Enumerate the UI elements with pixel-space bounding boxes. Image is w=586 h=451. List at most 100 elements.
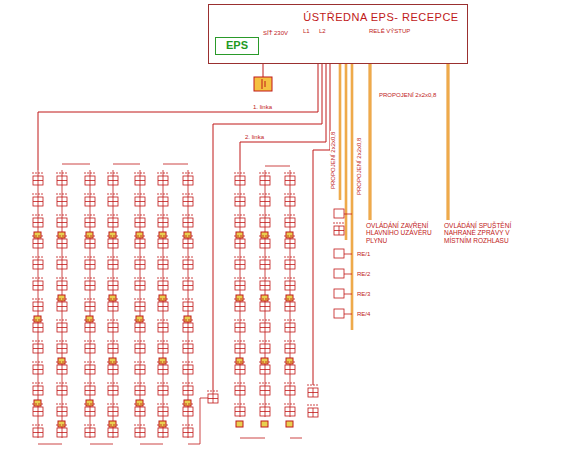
detector-symbol [259,173,271,185]
detector-symbol [157,194,169,206]
detector-symbol [32,257,44,269]
detector-symbol [107,383,119,395]
detector-symbol [107,236,119,248]
detector-symbol [56,404,68,416]
detector-symbol [56,383,68,395]
detector-symbol [84,404,96,416]
detector-symbol [182,257,194,269]
detector-symbol [234,236,246,248]
control-cable [340,50,352,330]
annotation-label: PROPOJENÍ 2x2x0,8 [378,92,437,98]
detector-symbol [284,362,296,374]
detector-symbol [234,257,246,269]
detector-symbol [107,278,119,290]
detector-symbol [56,362,68,374]
detector-symbol [259,236,271,248]
detector-symbol [157,257,169,269]
detector-symbol [259,404,271,416]
detector-symbol [234,299,246,311]
control-cable [448,64,449,220]
panel-display: EPS [215,37,259,55]
annotation-label: PROPOJENÍ 2x2x0,8 [330,131,336,190]
detector-symbol [307,405,319,417]
detector-symbol [157,215,169,227]
detector-symbol [234,341,246,353]
detector-symbol [157,425,169,437]
detector-symbol [84,215,96,227]
detector-symbol [157,173,169,185]
annotation-label: L2 [318,28,327,34]
detector-symbol [134,299,146,311]
detector-symbol [84,278,96,290]
detector-symbol [56,278,68,290]
detector-symbol [157,299,169,311]
detector-symbol [157,278,169,290]
detector-symbol [134,404,146,416]
detector-symbol [32,173,44,185]
detector-symbol [32,320,44,332]
detector-symbol [182,215,194,227]
detector-symbol [234,362,246,374]
annotation-label: 1. linka [252,104,273,110]
detector-symbol [107,194,119,206]
detector-symbol [56,341,68,353]
detector-symbol [32,215,44,227]
detector-symbol [56,173,68,185]
relay-module [334,309,352,318]
detector-symbol [56,257,68,269]
annotation-label: SÍŤ 230V [262,30,289,36]
detector-symbol [259,257,271,269]
detector-symbol [56,194,68,206]
detector-symbol [259,215,271,227]
detector-symbol [84,236,96,248]
detector-symbol [32,383,44,395]
detector-symbol [157,236,169,248]
connectors [370,64,448,220]
detector-symbol [284,299,296,311]
detector-symbol [107,257,119,269]
detector-symbol [84,341,96,353]
relay-module [334,269,352,278]
detector-symbol [259,194,271,206]
detector-symbol [134,362,146,374]
wiring [38,36,438,390]
detector-symbol [134,194,146,206]
node-text: ÚSTŘEDNA EPS- RECEPCE [299,11,463,23]
detector-symbol [284,404,296,416]
node-text: OVLÁDÁNÍ ZAVŘENÍ HLAVNÍHO UZÁVĚRU PLYNU [366,222,440,244]
detector-symbol [84,299,96,311]
annotation-label: 2. linka [244,134,265,140]
detector-symbol [84,194,96,206]
detector-symbol [32,362,44,374]
relay-module [334,289,352,298]
detector-symbol [56,299,68,311]
detector-symbol [207,391,219,403]
control-output: OVLÁDÁNÍ ZAVŘENÍ HLAVNÍHO UZÁVĚRU PLYNU [366,222,440,244]
detector-symbol [32,278,44,290]
node-text: OVLÁDÁNÍ SPUŠTĚNÍ NAHRANÉ ZPRÁVY V MÍSTN… [444,222,530,244]
detector-symbol [134,425,146,437]
detector-symbol [182,341,194,353]
detector-symbol [157,362,169,374]
detector-symbol [84,362,96,374]
detector-symbol [107,320,119,332]
detector-symbol [259,320,271,332]
detector-symbol [182,278,194,290]
detector-symbol [134,320,146,332]
detector-symbol [157,404,169,416]
detector-symbol [182,194,194,206]
detector-symbol [234,383,246,395]
detector-symbol [182,362,194,374]
detector-symbol [182,425,194,437]
detector-symbol [234,278,246,290]
annotation-label: RE/4 [356,311,371,317]
detector-symbol [182,320,194,332]
annotation-label: RE/3 [356,291,371,297]
detector-symbol [107,173,119,185]
detector-symbol [259,341,271,353]
detector-symbol [284,173,296,185]
detector-symbol [284,341,296,353]
control-output: OVLÁDÁNÍ SPUŠTĚNÍ NAHRANÉ ZPRÁVY V MÍSTN… [444,222,530,244]
detector-symbol [32,404,44,416]
detector-symbol [284,215,296,227]
